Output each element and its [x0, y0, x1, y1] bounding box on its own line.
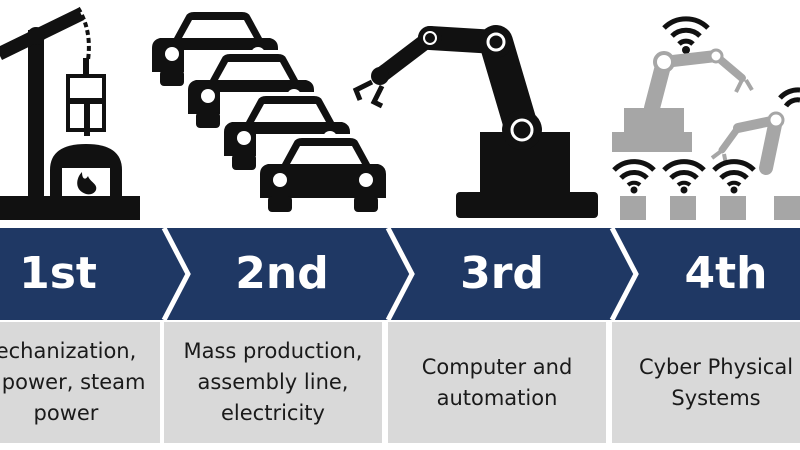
stage-description-1st: echanization, r power, steam power [0, 339, 146, 425]
robotic-arm-icon [352, 25, 598, 218]
wifi-icon [662, 16, 710, 54]
wifi-icon [712, 159, 756, 194]
stage-number-1st: 1st [19, 248, 97, 299]
stage-description-box-3rd: Computer and automation [388, 322, 606, 443]
stage-number-4th: 4th [684, 248, 768, 299]
timeline-banner [0, 228, 800, 320]
stage-number-3rd: 3rd [460, 248, 544, 299]
car-assembly-line-icon [152, 12, 390, 224]
stage-illustrations [0, 6, 800, 224]
chevron-divider [609, 228, 639, 320]
stage-description-box-2nd: Mass production, assembly line, electric… [164, 322, 382, 443]
stage-description-2nd: Mass production, assembly line, electric… [183, 339, 363, 425]
wireless-robots-icon [612, 16, 800, 220]
chevron-divider [385, 228, 415, 320]
stage-description-4th: Cyber Physical Systems [638, 354, 794, 410]
stage-description-box-1st: echanization, r power, steam power [0, 322, 160, 443]
wifi-icon [612, 159, 656, 194]
stage-description-box-4th: Cyber Physical Systems [612, 322, 800, 443]
stage-description-3rd: Computer and automation [421, 354, 573, 410]
stage-number-2nd: 2nd [235, 248, 329, 299]
chevron-divider [161, 228, 191, 320]
oil-pump-steam-engine-icon [0, 6, 140, 220]
wifi-icon [662, 159, 706, 194]
